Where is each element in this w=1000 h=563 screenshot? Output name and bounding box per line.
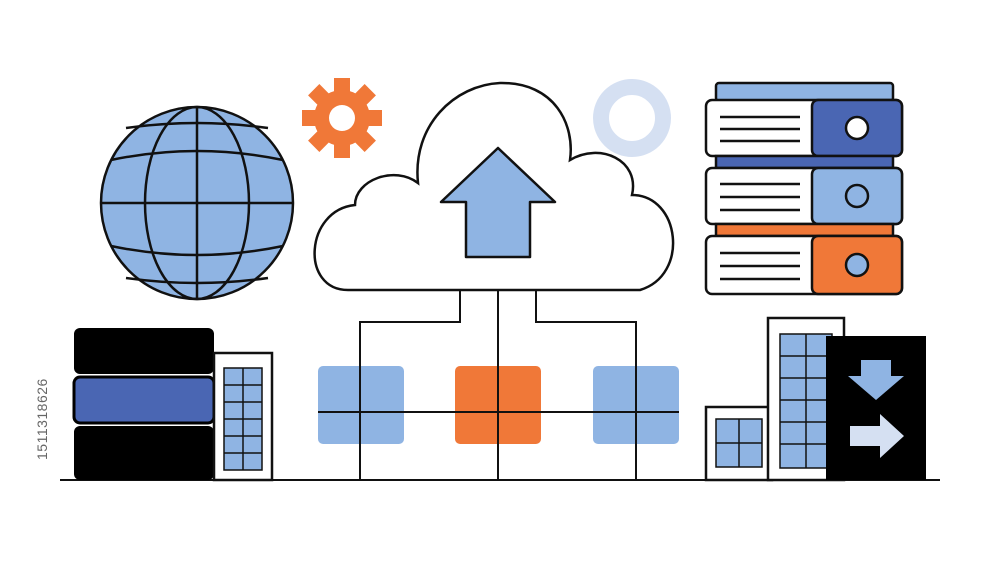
upload-arrow-icon xyxy=(439,146,557,259)
database-stack-icon xyxy=(72,328,216,480)
down-arrow-icon xyxy=(848,360,904,400)
ring-icon xyxy=(593,79,671,157)
stock-watermark: 1511318626 xyxy=(6,330,50,530)
office-building-icon xyxy=(212,351,274,482)
right-arrow-icon xyxy=(850,414,904,458)
globe-icon xyxy=(99,105,295,301)
transfer-panel-icon xyxy=(826,336,926,480)
server-rack-icon xyxy=(704,81,904,296)
gear-icon xyxy=(302,78,382,158)
stock-id-text: 1511318626 xyxy=(34,378,50,460)
cloud-upload-icon xyxy=(313,81,675,292)
office-building-icon xyxy=(704,405,774,482)
